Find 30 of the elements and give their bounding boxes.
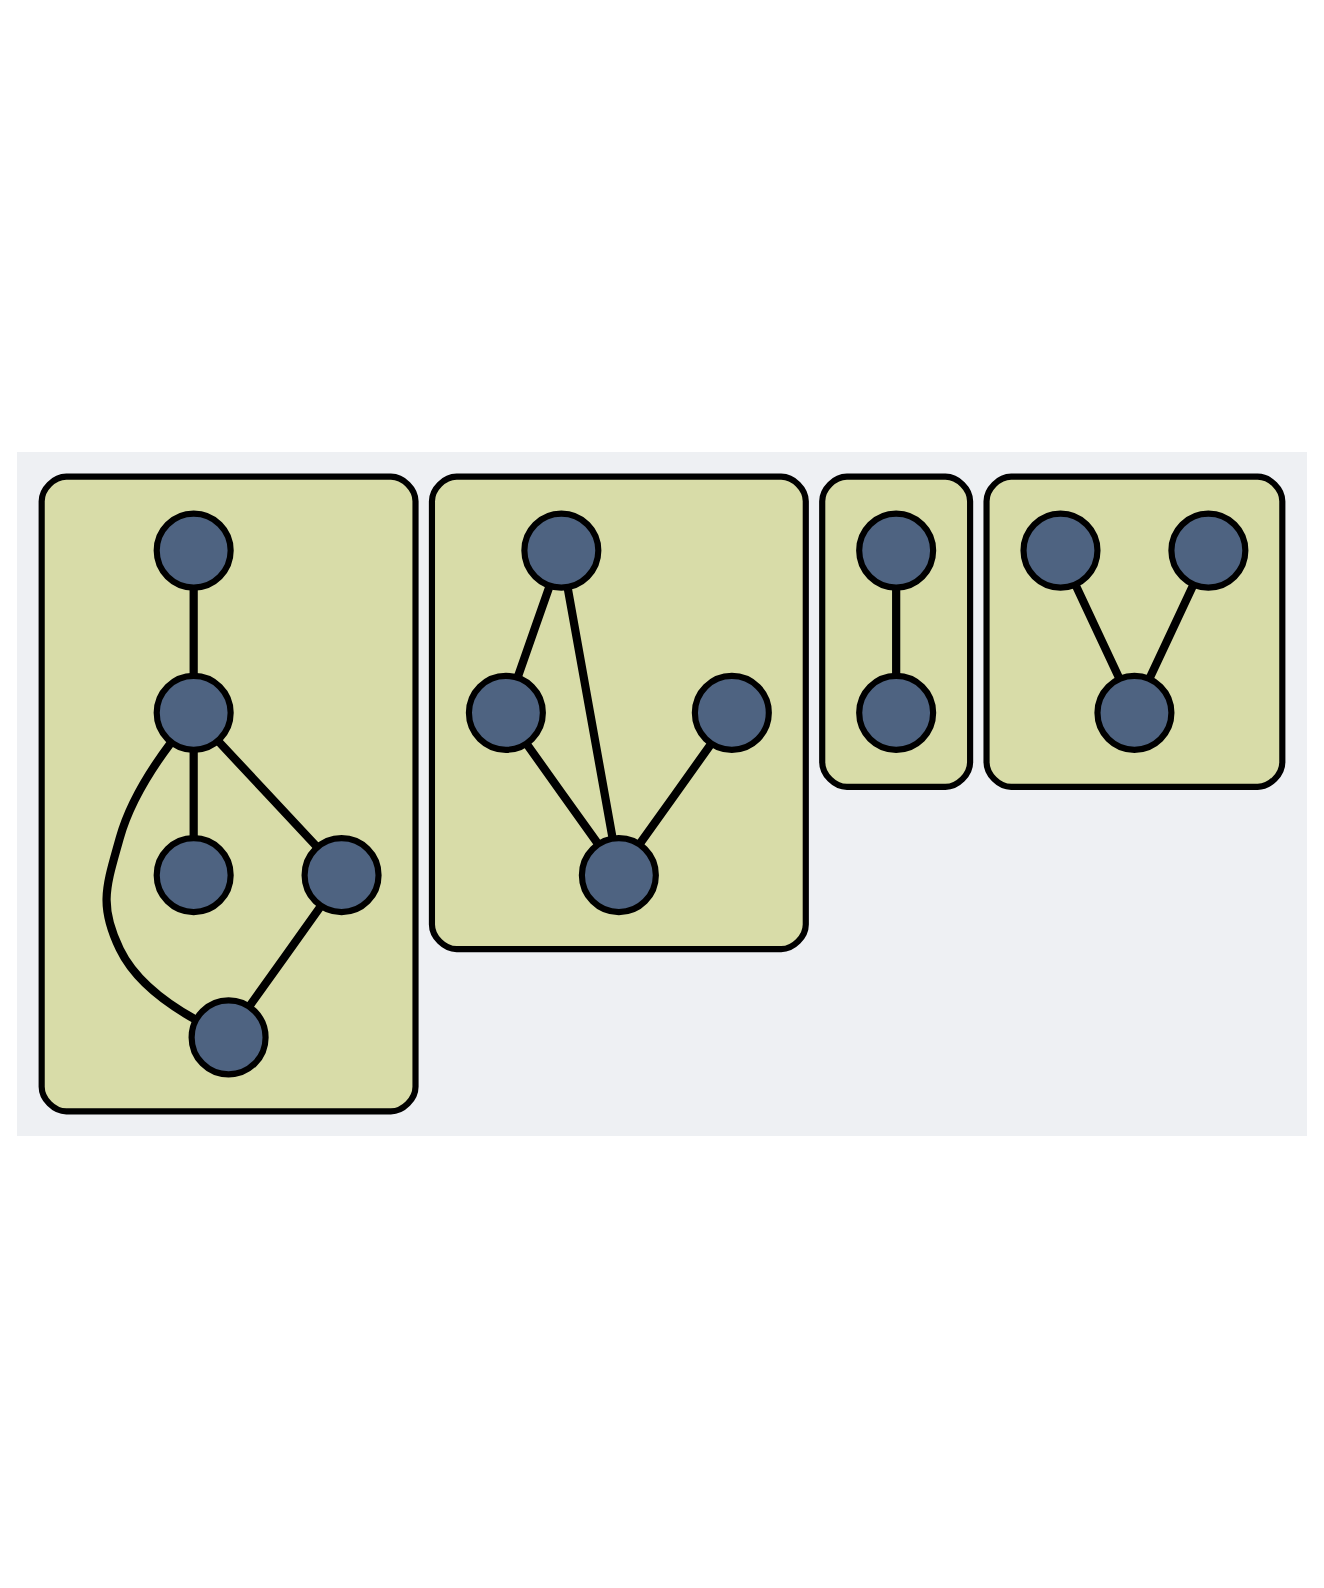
connector — [102, 740, 198, 1024]
node-circle — [1168, 510, 1249, 591]
cluster — [38, 473, 419, 1115]
connector — [189, 750, 198, 839]
connector — [523, 741, 602, 847]
connector — [563, 586, 617, 839]
connector — [513, 584, 554, 679]
node-circle — [578, 835, 659, 916]
node-circle — [1094, 672, 1175, 753]
node-circle — [691, 672, 772, 753]
node-circle — [188, 997, 269, 1078]
connector — [892, 587, 901, 676]
cluster — [983, 473, 1286, 790]
node-circle — [1020, 510, 1101, 591]
connector — [1071, 582, 1124, 681]
connector — [636, 741, 715, 847]
cluster — [428, 473, 809, 953]
node-circle — [301, 835, 382, 916]
connector — [245, 903, 325, 1009]
node-circle — [153, 835, 234, 916]
node-circle — [153, 510, 234, 591]
node-circle — [465, 672, 546, 753]
connector — [215, 738, 321, 850]
node-circle — [856, 672, 937, 753]
node-circle — [521, 510, 602, 591]
node-circle — [153, 672, 234, 753]
node-circle — [856, 510, 937, 591]
connector — [189, 587, 198, 676]
connector — [1145, 582, 1198, 681]
cluster — [819, 473, 974, 790]
